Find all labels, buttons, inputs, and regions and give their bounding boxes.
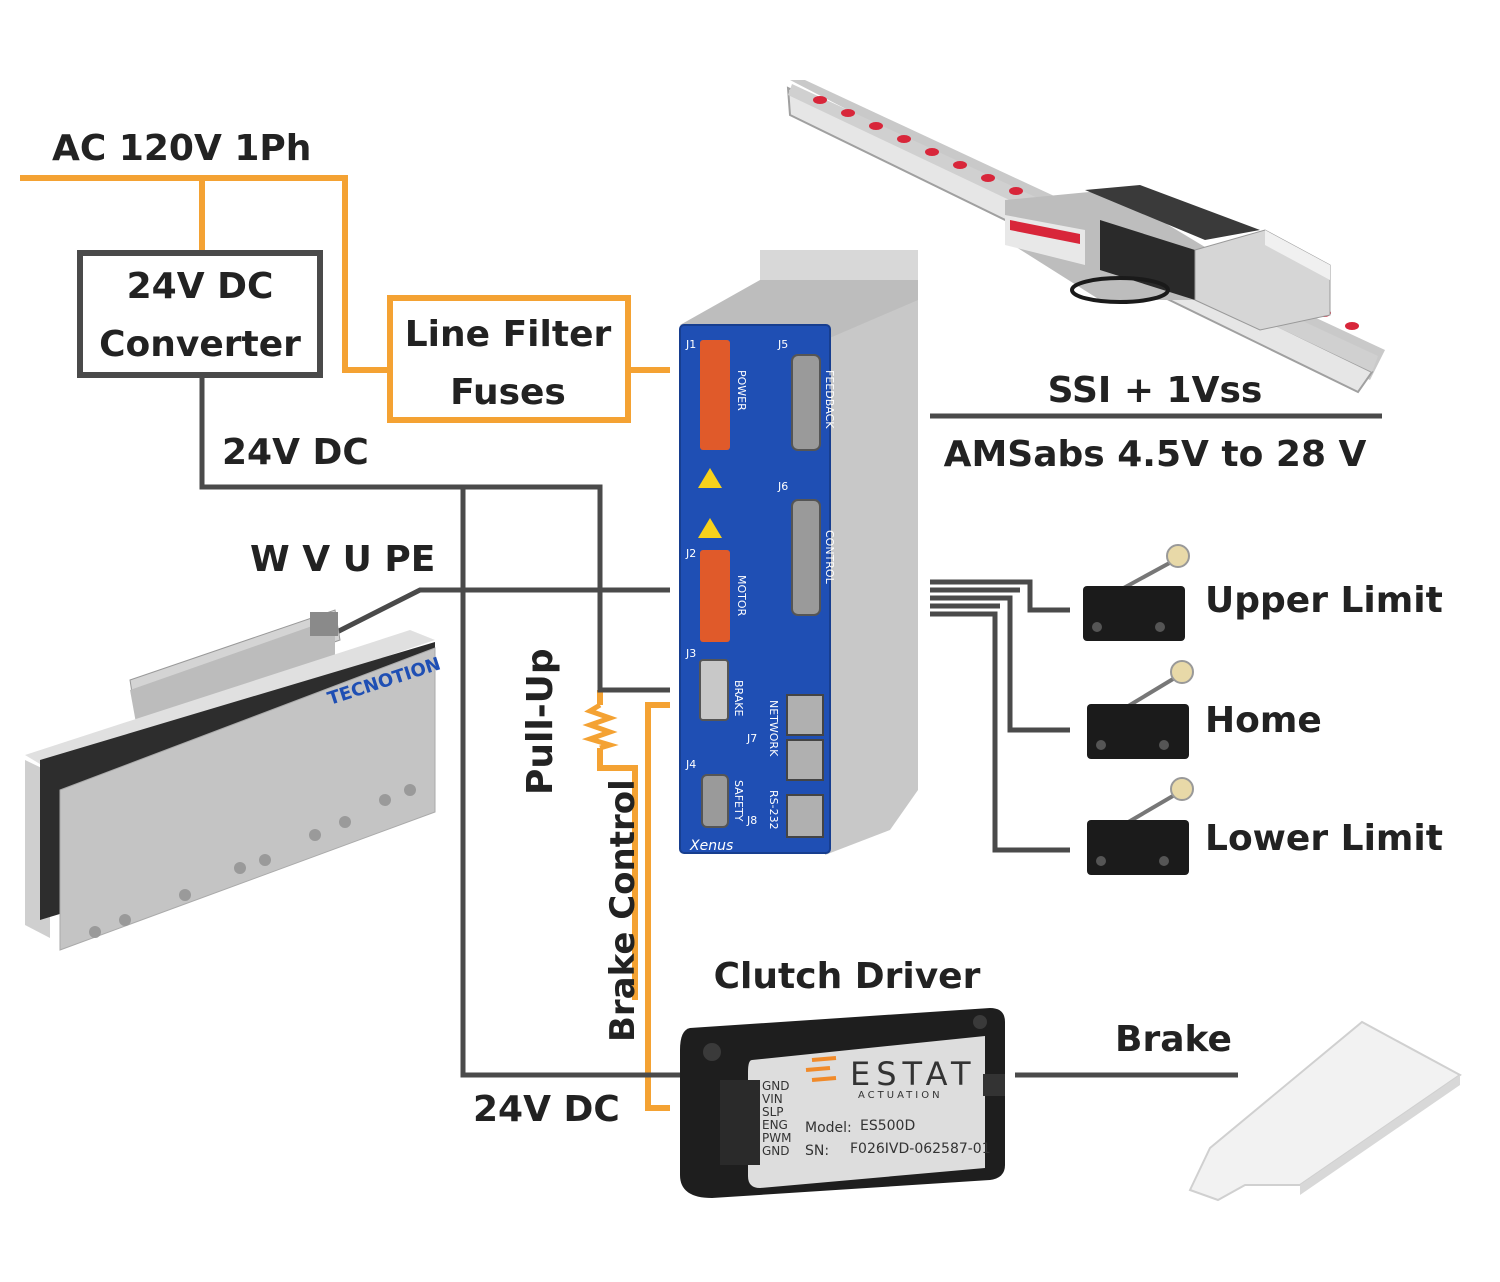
clutch-sn-value: F026IVD-062587-01 (850, 1141, 991, 1157)
drive-j3-label: J3 (685, 647, 696, 660)
converter-24v-wire (199, 375, 670, 693)
drive-j1-label: J1 (685, 338, 696, 351)
brake-pad-illustration (1188, 1020, 1462, 1202)
drive-port-motor: MOTOR (735, 575, 748, 617)
brake-control-wire (645, 702, 670, 1111)
servo-drive-illustration: J1 J2 J3 J4 J5 J6 J7 J8 POWER MOTOR BRAK… (679, 250, 918, 855)
clutch-sub-brand: ACTUATION (858, 1090, 943, 1101)
home-wire (930, 595, 1070, 733)
filter-label-line1: Line Filter (405, 314, 612, 355)
line-filter-box (387, 295, 631, 423)
clutch-sn-label: SN: (805, 1143, 829, 1159)
clutch-pin-pwm: PWM (762, 1131, 791, 1145)
drive-port-safety: SAFETY (732, 780, 745, 822)
brake-label: Brake (1115, 1019, 1232, 1060)
drive-j8-label: J8 (746, 814, 757, 827)
clutch-pin-slp: SLP (762, 1105, 784, 1119)
upper-limit-wire (930, 579, 1070, 613)
motor-phase-wire (333, 587, 670, 636)
drive-port-network: NETWORK (767, 700, 780, 757)
drive-port-rs232: RS-232 (767, 790, 780, 830)
home-label: Home (1205, 700, 1322, 741)
drive-j7-label: J7 (746, 732, 757, 745)
brake-control-label: Brake Control (603, 779, 643, 1042)
linear-motor-illustration: TECNOTION (25, 609, 443, 951)
clutch-model-value: ES500D (860, 1118, 915, 1134)
drive-j4-label: J4 (685, 758, 696, 771)
lower-limit-wire (930, 611, 1070, 853)
drive-j6-label: J6 (777, 480, 788, 493)
drive-j5-label: J5 (777, 338, 788, 351)
clutch-pin-gnd-bottom: GND (762, 1144, 790, 1158)
home-switch-icon (1087, 660, 1194, 759)
lower-limit-label: Lower Limit (1205, 818, 1443, 859)
drive-port-feedback: FEEDBACK (823, 370, 836, 429)
upper-limit-label: Upper Limit (1205, 580, 1443, 621)
pullup-lower-wire (597, 748, 638, 1000)
clutch-pin-eng: ENG (762, 1118, 788, 1132)
converter-label-line2: Converter (99, 324, 301, 365)
converter-label-line1: 24V DC (127, 266, 274, 307)
feedback-label-line1: SSI + 1Vss (1048, 370, 1263, 411)
drive-j2-label: J2 (685, 547, 696, 560)
clutch-driver-device: ESTAT ACTUATION GND VIN SLP ENG PWM GND … (680, 1008, 1005, 1198)
upper-limit-switch-icon (1083, 544, 1190, 641)
clutch-pin-vin: VIN (762, 1092, 783, 1106)
ac-wires (20, 175, 670, 1111)
drive-port-brake: BRAKE (732, 680, 745, 716)
drive-brand: Xenus (689, 838, 733, 854)
dc-to-clutch-wire (460, 487, 680, 1078)
lower-limit-switch-icon (1087, 777, 1194, 875)
clutch-model-label: Model: (805, 1120, 852, 1136)
pullup-resistor-icon (581, 702, 619, 751)
dc-24v-label-bottom: 24V DC (473, 1089, 620, 1130)
feedback-label-line2: AMSabs 4.5V to 28 V (944, 434, 1367, 475)
linear-rail-illustration (786, 80, 1385, 394)
converter-box (77, 250, 323, 378)
clutch-logo-icon (805, 1056, 837, 1082)
dc-wires (199, 375, 1382, 1078)
drive-port-control: CONTROL (823, 530, 836, 585)
ac-supply-label: AC 120V 1Ph (52, 128, 311, 169)
pull-up-label: Pull-Up (520, 648, 561, 795)
ac-main-wire (20, 175, 390, 373)
filter-label-line2: Fuses (450, 372, 566, 413)
clutch-driver-label: Clutch Driver (714, 956, 981, 997)
clutch-pin-gnd-top: GND (762, 1079, 790, 1093)
dc-24v-label-top: 24V DC (222, 432, 369, 473)
drive-port-power: POWER (735, 370, 748, 411)
motor-phases-label: W V U PE (250, 539, 435, 580)
clutch-brand: ESTAT (850, 1055, 977, 1093)
